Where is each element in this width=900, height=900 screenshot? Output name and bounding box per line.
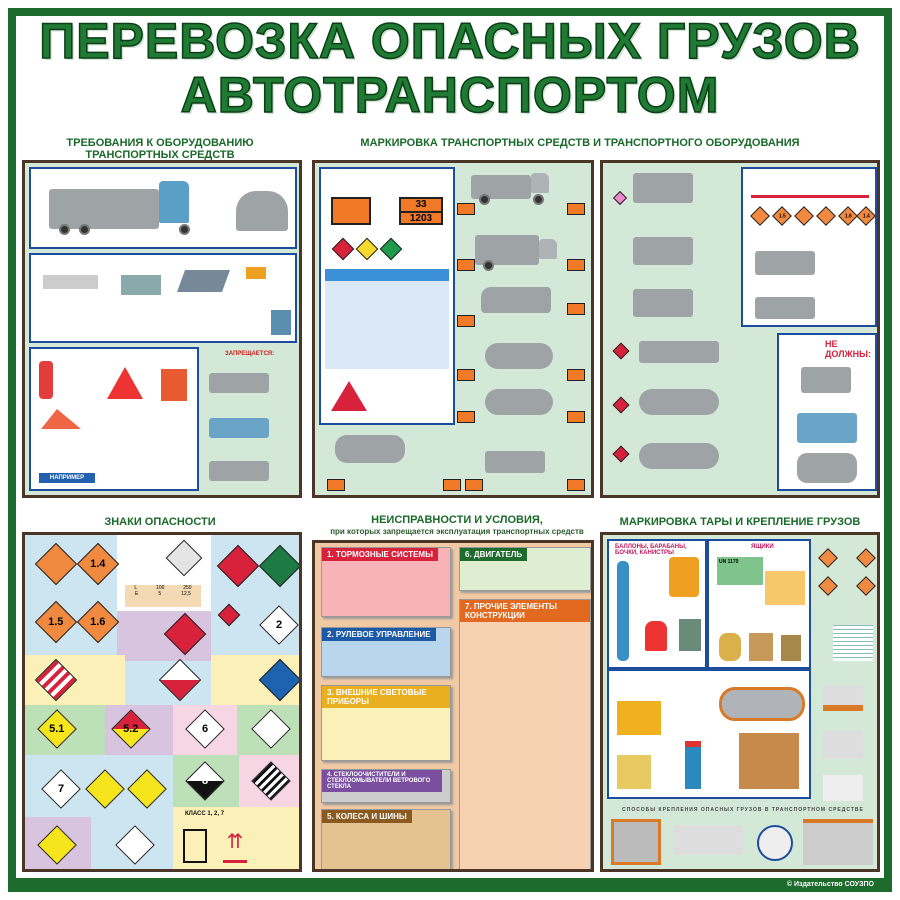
marking-table [325,269,449,369]
forbidden-label: ЗАПРЕЩАЕТСЯ: [225,351,275,357]
section-heading-signs: ЗНАКИ ОПАСНОСТИ [104,516,216,528]
fault-wipers: 4. СТЕКЛООЧИСТИТЕЛИ И СТЕКЛООМЫВАТЕЛИ ВЕ… [322,770,442,792]
securing-heading: СПОСОБЫ КРЕПЛЕНИЯ ОПАСНЫХ ГРУЗОВ В ТРАНС… [622,807,864,813]
publisher-label: © Издательство СОУЗПО [786,881,874,888]
example-label: НАПРИМЕР [39,473,95,483]
panel-faults: 1. ТОРМОЗНЫЕ СИСТЕМЫ 2. РУЛЕВОЕ УПРАВЛЕН… [312,540,594,872]
un-number-label: UN 1170 [717,557,763,585]
section-heading-faults: НЕИСПРАВНОСТИ И УСЛОВИЯ, при которых зап… [312,514,602,538]
poster-frame [8,8,892,892]
orientation-arrows-icon [183,829,207,863]
mandatory-equipment: НАПРИМЕР [29,347,199,491]
fault-engine: 6. ДВИГАТЕЛЬ [460,548,528,561]
tanker-truck-image [49,181,190,235]
fault-brakes: 1. ТОРМОЗНЫЕ СИСТЕМЫ [322,548,438,561]
containers-label: БАЛЛОНЫ, БАРАБАНЫ, БОЧКИ, КАНИСТРЫ [615,544,687,556]
panel-equipment: НАПРИМЕР ЗАПРЕЩАЕТСЯ: [22,160,302,498]
fault-steering: 2. РУЛЕВОЕ УПРАВЛЕНИЕ [322,628,436,641]
tanker-rear-image [236,191,288,231]
poster-title-line1: ПЕРЕВОЗКА ОПАСНЫХ ГРУЗОВ [39,12,861,70]
containers-box: БАЛЛОНЫ, БАРАБАНЫ, БОЧКИ, КАНИСТРЫ [607,539,707,669]
boxes-label: ЯЩИКИ [751,544,774,550]
fault-lights: 3. ВНЕШНИЕ СВЕТОВЫЕ ПРИБОРЫ [322,686,450,708]
boxes-box: ЯЩИКИ UN 1170 [707,539,811,669]
section-heading-marking: МАРКИРОВКА ТРАНСПОРТНЫХ СРЕДСТВ И ТРАНСП… [360,137,800,149]
must-not-box: НЕ ДОЛЖНЫ: [777,333,877,491]
hot-substance-sign [331,381,367,411]
tanker-diagram [29,167,297,249]
convoy-truck-image [209,373,269,393]
poster-title-line2: АВТОТРАНСПОРТОМ [180,66,720,124]
orientation-arrows-red-icon: ⇈ [223,829,247,863]
publisher-strip: © Издательство СОУЗПО [8,878,892,892]
faults-heading: НЕИСПРАВНОСТИ И УСЛОВИЯ, [371,514,543,526]
explosive-marking-box: 1.5 1.6 1.4 [741,167,877,327]
equipment-items-grid [29,253,297,343]
faults-subheading: при которых запрещается эксплуатация тра… [330,527,584,536]
panel-packaging: БАЛЛОНЫ, БАРАБАНЫ, БОЧКИ, КАНИСТРЫ ЯЩИКИ… [600,532,880,872]
convoy-truck-image [209,418,269,438]
fault-other: 7. ПРОЧИЕ ЭЛЕМЕНТЫ КОНСТРУКЦИИ [460,600,590,622]
section-heading-packaging: МАРКИРОВКА ТАРЫ И КРЕПЛЕНИЕ ГРУЗОВ [619,516,861,528]
blank-orange-plate [331,197,371,225]
section-heading-equipment: ТРЕБОВАНИЯ К ОБОРУДОВАНИЮ ТРАНСПОРТНЫХ С… [66,137,254,161]
must-not-label: НЕ ДОЛЖНЫ: [825,339,871,359]
convoy-truck-image [209,461,269,481]
signs-class-ref: КЛАСС 1, 2, 7 [185,811,225,817]
panel-marking-continued: 1.5 1.6 1.4 НЕ ДОЛЖНЫ: [600,160,880,498]
fault-wheels: 5. КОЛЕСА И ШИНЫ [322,810,412,823]
large-packaging-box [607,669,811,799]
compatibility-chart [815,545,877,665]
